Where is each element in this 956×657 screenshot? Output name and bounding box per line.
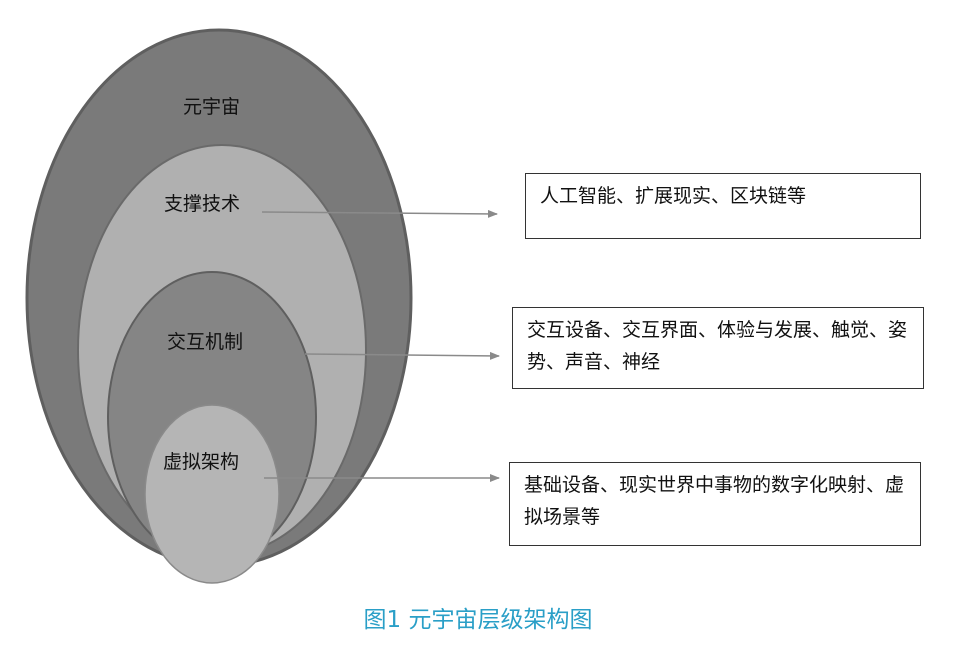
- virtual-arch-description: 基础设备、现实世界中事物的数字化映射、虚拟场景等: [509, 462, 921, 546]
- figure-caption: 图1 元宇宙层级架构图: [363, 607, 593, 633]
- virtual-arch-ellipse: [144, 404, 280, 584]
- interaction-label: 交互机制: [167, 331, 244, 353]
- virtual-arch-label: 虚拟架构: [163, 451, 240, 473]
- support-tech-label: 支撑技术: [164, 193, 241, 215]
- support-tech-arrow: [261, 209, 498, 218]
- support-tech-description: 人工智能、扩展现实、区块链等: [525, 173, 921, 239]
- metaverse-label: 元宇宙: [183, 96, 241, 118]
- interaction-arrow: [304, 351, 500, 360]
- interaction-description: 交互设备、交互界面、体验与发展、触觉、姿势、声音、神经: [512, 307, 924, 389]
